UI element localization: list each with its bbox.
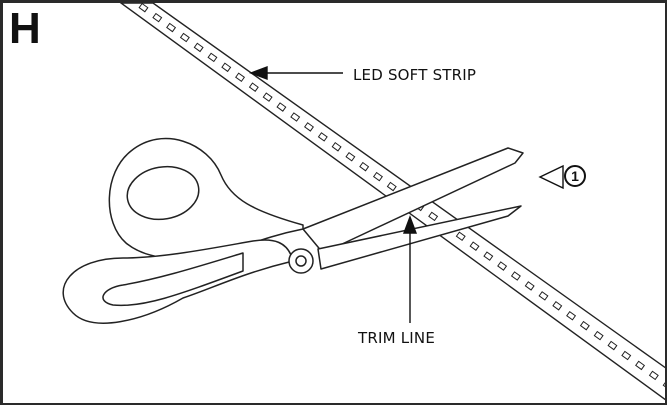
led-strip-arrow xyxy=(249,65,343,81)
illustration xyxy=(62,3,665,401)
step-number-badge: 1 xyxy=(564,165,586,187)
step-callout-pointer xyxy=(538,164,564,190)
trim-line-arrow xyxy=(402,215,418,323)
step-letter: H xyxy=(9,4,41,53)
led-strip-label: LED SOFT STRIP xyxy=(353,66,477,84)
lower-blade xyxy=(317,205,522,270)
upper-handle-hole xyxy=(126,165,200,221)
trim-line-label: TRIM LINE xyxy=(358,329,435,347)
scissors xyxy=(62,137,524,324)
